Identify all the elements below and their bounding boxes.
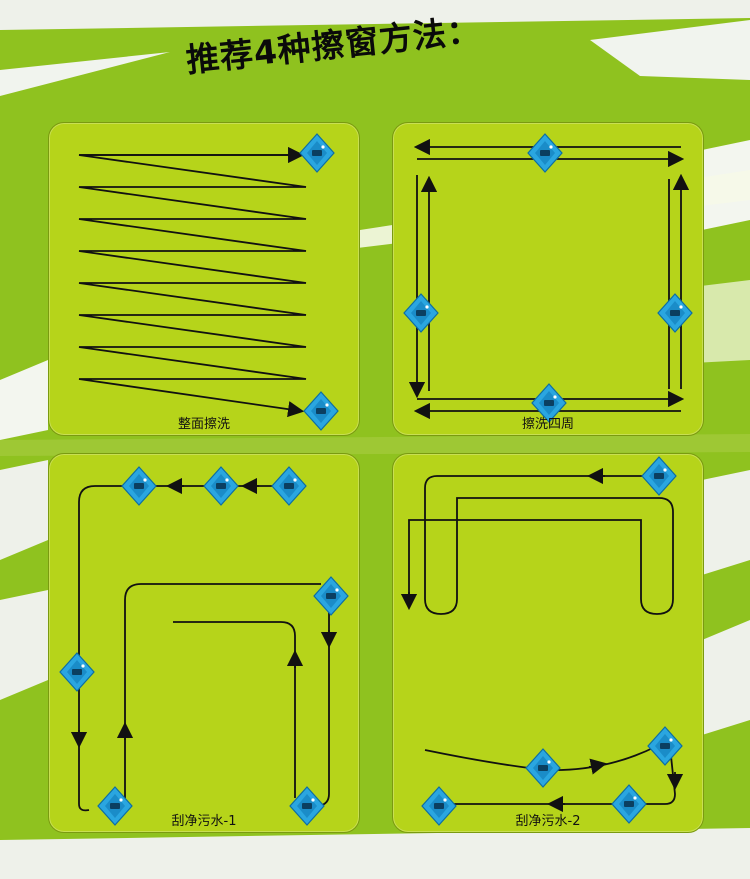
window-robot-icon <box>271 466 307 506</box>
window-robot-icon <box>527 133 563 173</box>
perimeter-path-diagram <box>403 133 693 423</box>
method-panel-full-wipe: 整面擦洗 <box>48 122 360 436</box>
squeegee-2-path-diagram <box>400 456 684 826</box>
window-robot-icon <box>121 466 157 506</box>
window-robot-icon <box>203 466 239 506</box>
method-label: 刮净污水-1 <box>171 814 237 829</box>
method-panel-squeegee-1: 刮净污水-1 <box>48 453 360 833</box>
method-label: 擦洗四周 <box>521 417 574 432</box>
window-robot-icon <box>59 652 95 692</box>
window-robot-icon <box>403 293 439 333</box>
method-panel-perimeter: 擦洗四周 <box>392 122 704 436</box>
method-label: 整面擦洗 <box>177 417 230 432</box>
zigzag-path-diagram <box>78 133 339 431</box>
method-panel-squeegee-2: 刮净污水-2 <box>392 453 704 833</box>
window-robot-icon <box>657 293 693 333</box>
window-robot-icon <box>525 748 561 788</box>
window-robot-icon <box>641 456 677 496</box>
robot-start-icon <box>299 133 335 173</box>
window-robot-icon <box>313 576 349 616</box>
squeegee-1-path-diagram <box>59 466 349 826</box>
window-robot-icon <box>647 726 683 766</box>
method-label: 刮净污水-2 <box>515 814 581 829</box>
